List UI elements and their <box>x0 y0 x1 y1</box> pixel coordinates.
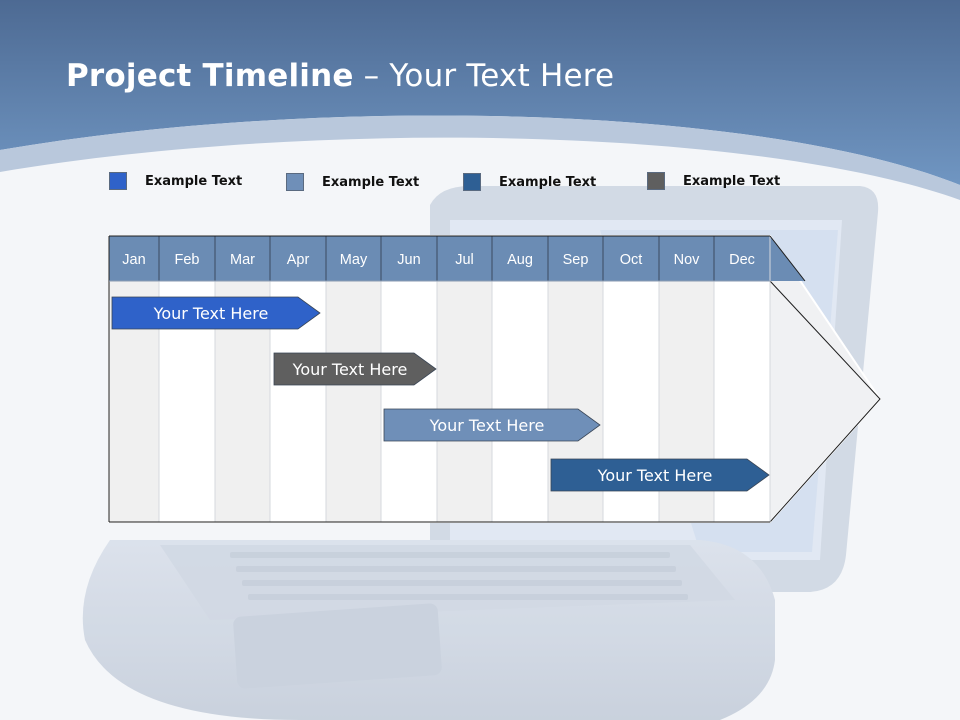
month-label: Apr <box>287 252 310 268</box>
task-bar-shape <box>273 352 437 386</box>
month-header-cell <box>659 236 714 281</box>
month-label: Feb <box>175 252 200 268</box>
task-bar-shape <box>111 296 321 330</box>
task-bar-label: Your Text Here <box>153 304 269 323</box>
month-label: Oct <box>620 252 643 268</box>
task-bar-label: Your Text Here <box>292 360 408 379</box>
month-header-cell <box>215 236 270 281</box>
legend-label: Example Text <box>145 173 243 189</box>
month-header-cell <box>270 236 326 281</box>
page-title: Project Timeline – Your Text Here <box>66 58 614 94</box>
month-label: Mar <box>230 252 255 268</box>
legend-label: Example Text <box>322 174 420 190</box>
header-arrow-edge <box>769 235 806 282</box>
task-bar-shape <box>383 408 601 442</box>
legend-item-2: Example Text <box>286 172 419 192</box>
legend-item-1: Example Text <box>109 171 242 191</box>
month-header-cell <box>548 236 603 281</box>
month-header-cell <box>326 236 381 281</box>
legend-swatch <box>286 173 304 191</box>
month-label: Jun <box>397 252 420 268</box>
month-header-cell <box>603 236 659 281</box>
month-header-cell <box>109 236 159 281</box>
month-header-cell <box>492 236 548 281</box>
title-rest: – Your Text Here <box>353 58 615 94</box>
month-header-cell <box>381 236 437 281</box>
month-label: Jul <box>455 252 474 268</box>
month-column <box>492 281 548 522</box>
month-label: Sep <box>563 252 589 268</box>
month-header-cell <box>159 236 215 281</box>
banner-swoosh <box>0 115 960 200</box>
month-column <box>437 281 492 522</box>
title-bold: Project Timeline <box>66 58 354 94</box>
month-label: Nov <box>674 252 701 268</box>
task-bar: Your Text Here <box>550 458 770 492</box>
timeline-arrow-outline <box>769 280 881 523</box>
legend-label: Example Text <box>499 174 597 190</box>
month-column <box>326 281 381 522</box>
task-bar-label: Your Text Here <box>429 416 545 435</box>
month-header-cell <box>437 236 492 281</box>
month-label: Dec <box>729 252 755 268</box>
legend-swatch <box>463 173 481 191</box>
legend-label: Example Text <box>683 173 781 189</box>
month-header-cell <box>714 236 770 281</box>
month-label: Jan <box>122 252 145 268</box>
month-label: Aug <box>507 252 533 268</box>
header-banner <box>0 0 960 185</box>
month-label: May <box>340 252 368 268</box>
task-bar: Your Text Here <box>383 408 601 442</box>
legend-item-4: Example Text <box>647 171 780 191</box>
legend-swatch <box>647 172 665 190</box>
legend-item-3: Example Text <box>463 172 596 192</box>
task-bar: Your Text Here <box>273 352 437 386</box>
month-column <box>381 281 437 522</box>
task-bar-shape <box>550 458 770 492</box>
task-bar-label: Your Text Here <box>597 466 713 485</box>
task-bar: Your Text Here <box>111 296 321 330</box>
legend-swatch <box>109 172 127 190</box>
